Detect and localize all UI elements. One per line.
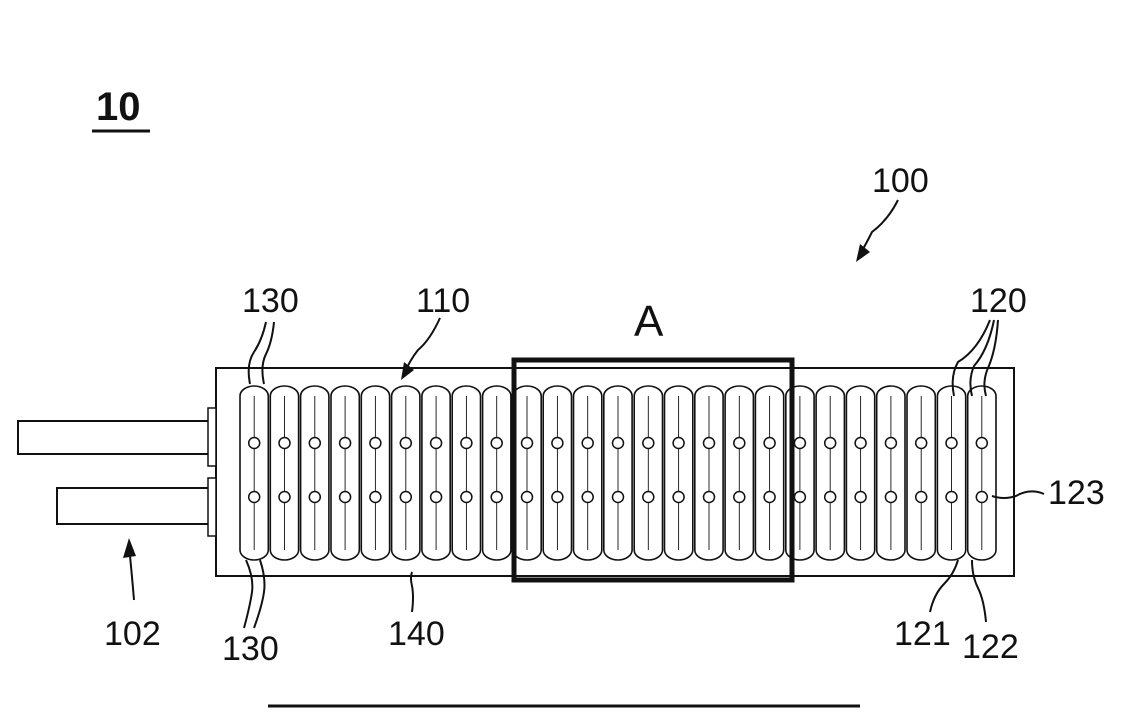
leader-110 [404,318,440,374]
leader-130-bottom-a [244,560,252,628]
cell-hole [522,492,533,503]
leader-123 [992,491,1044,498]
cell-hole [734,438,745,449]
cell-hole [400,438,411,449]
cell-hole [916,438,927,449]
terminals [18,408,216,536]
cell-hole [794,492,805,503]
cell-hole [855,438,866,449]
cell-hole [552,438,563,449]
label-130-top: 130 [242,282,299,320]
cell-hole [613,438,624,449]
cell-hole [249,438,260,449]
cell-hole [825,438,836,449]
cell-hole [461,492,472,503]
cell-hole [582,492,593,503]
cell-hole [582,438,593,449]
cell-hole [764,438,775,449]
cell-hole [279,438,290,449]
cell-hole [704,438,715,449]
cell-hole [340,492,351,503]
cell-hole [249,492,260,503]
cell-hole [522,438,533,449]
cell-hole [461,438,472,449]
figure-number: 10 [96,85,141,129]
cell-hole [916,492,927,503]
label-121: 121 [894,615,951,653]
cell-hole [764,492,775,503]
cell-hole [704,492,715,503]
cell-hole [885,492,896,503]
cell-hole [309,492,320,503]
cell-hole [976,492,987,503]
arrow-102 [123,538,136,558]
cell-hole [946,438,957,449]
label-102: 102 [104,615,161,653]
leader-102 [130,556,134,600]
cell-hole [976,438,987,449]
cell-hole [431,438,442,449]
cell-hole [643,492,654,503]
cell-hole [825,492,836,503]
label-122: 122 [962,628,1019,666]
cell-hole [370,438,381,449]
terminal-flange-upper [208,408,216,466]
cell-hole [673,492,684,503]
cell-hole [855,492,866,503]
cell-hole [613,492,624,503]
cell-hole [552,492,563,503]
cell-hole [794,438,805,449]
cell-hole [643,438,654,449]
cell-hole [673,438,684,449]
label-123: 123 [1048,474,1105,512]
cell-hole [734,492,745,503]
leader-130-bottom-b [254,560,265,628]
leader-120-b [970,320,994,396]
leader-121 [930,560,958,612]
terminal-upper [18,421,210,454]
label-110: 110 [416,282,470,320]
label-130-bottom: 130 [222,630,279,668]
cell-hole [431,492,442,503]
cell-hole [370,492,381,503]
cell-hole [400,492,411,503]
cell-hole [279,492,290,503]
cell-hole [491,438,502,449]
leader-122 [972,560,986,622]
cell-hole [491,492,502,503]
cell-hole [885,438,896,449]
cell-stack [240,386,996,560]
cell-hole [309,438,320,449]
leader-140 [411,572,413,612]
label-140: 140 [388,615,445,653]
cell-hole [340,438,351,449]
detail-label-a: A [634,297,664,346]
label-100: 100 [872,162,929,200]
cell-hole [946,492,957,503]
terminal-lower [57,488,210,524]
label-120: 120 [970,282,1027,320]
terminal-flange-lower [208,478,216,536]
arrow-100 [856,244,870,262]
